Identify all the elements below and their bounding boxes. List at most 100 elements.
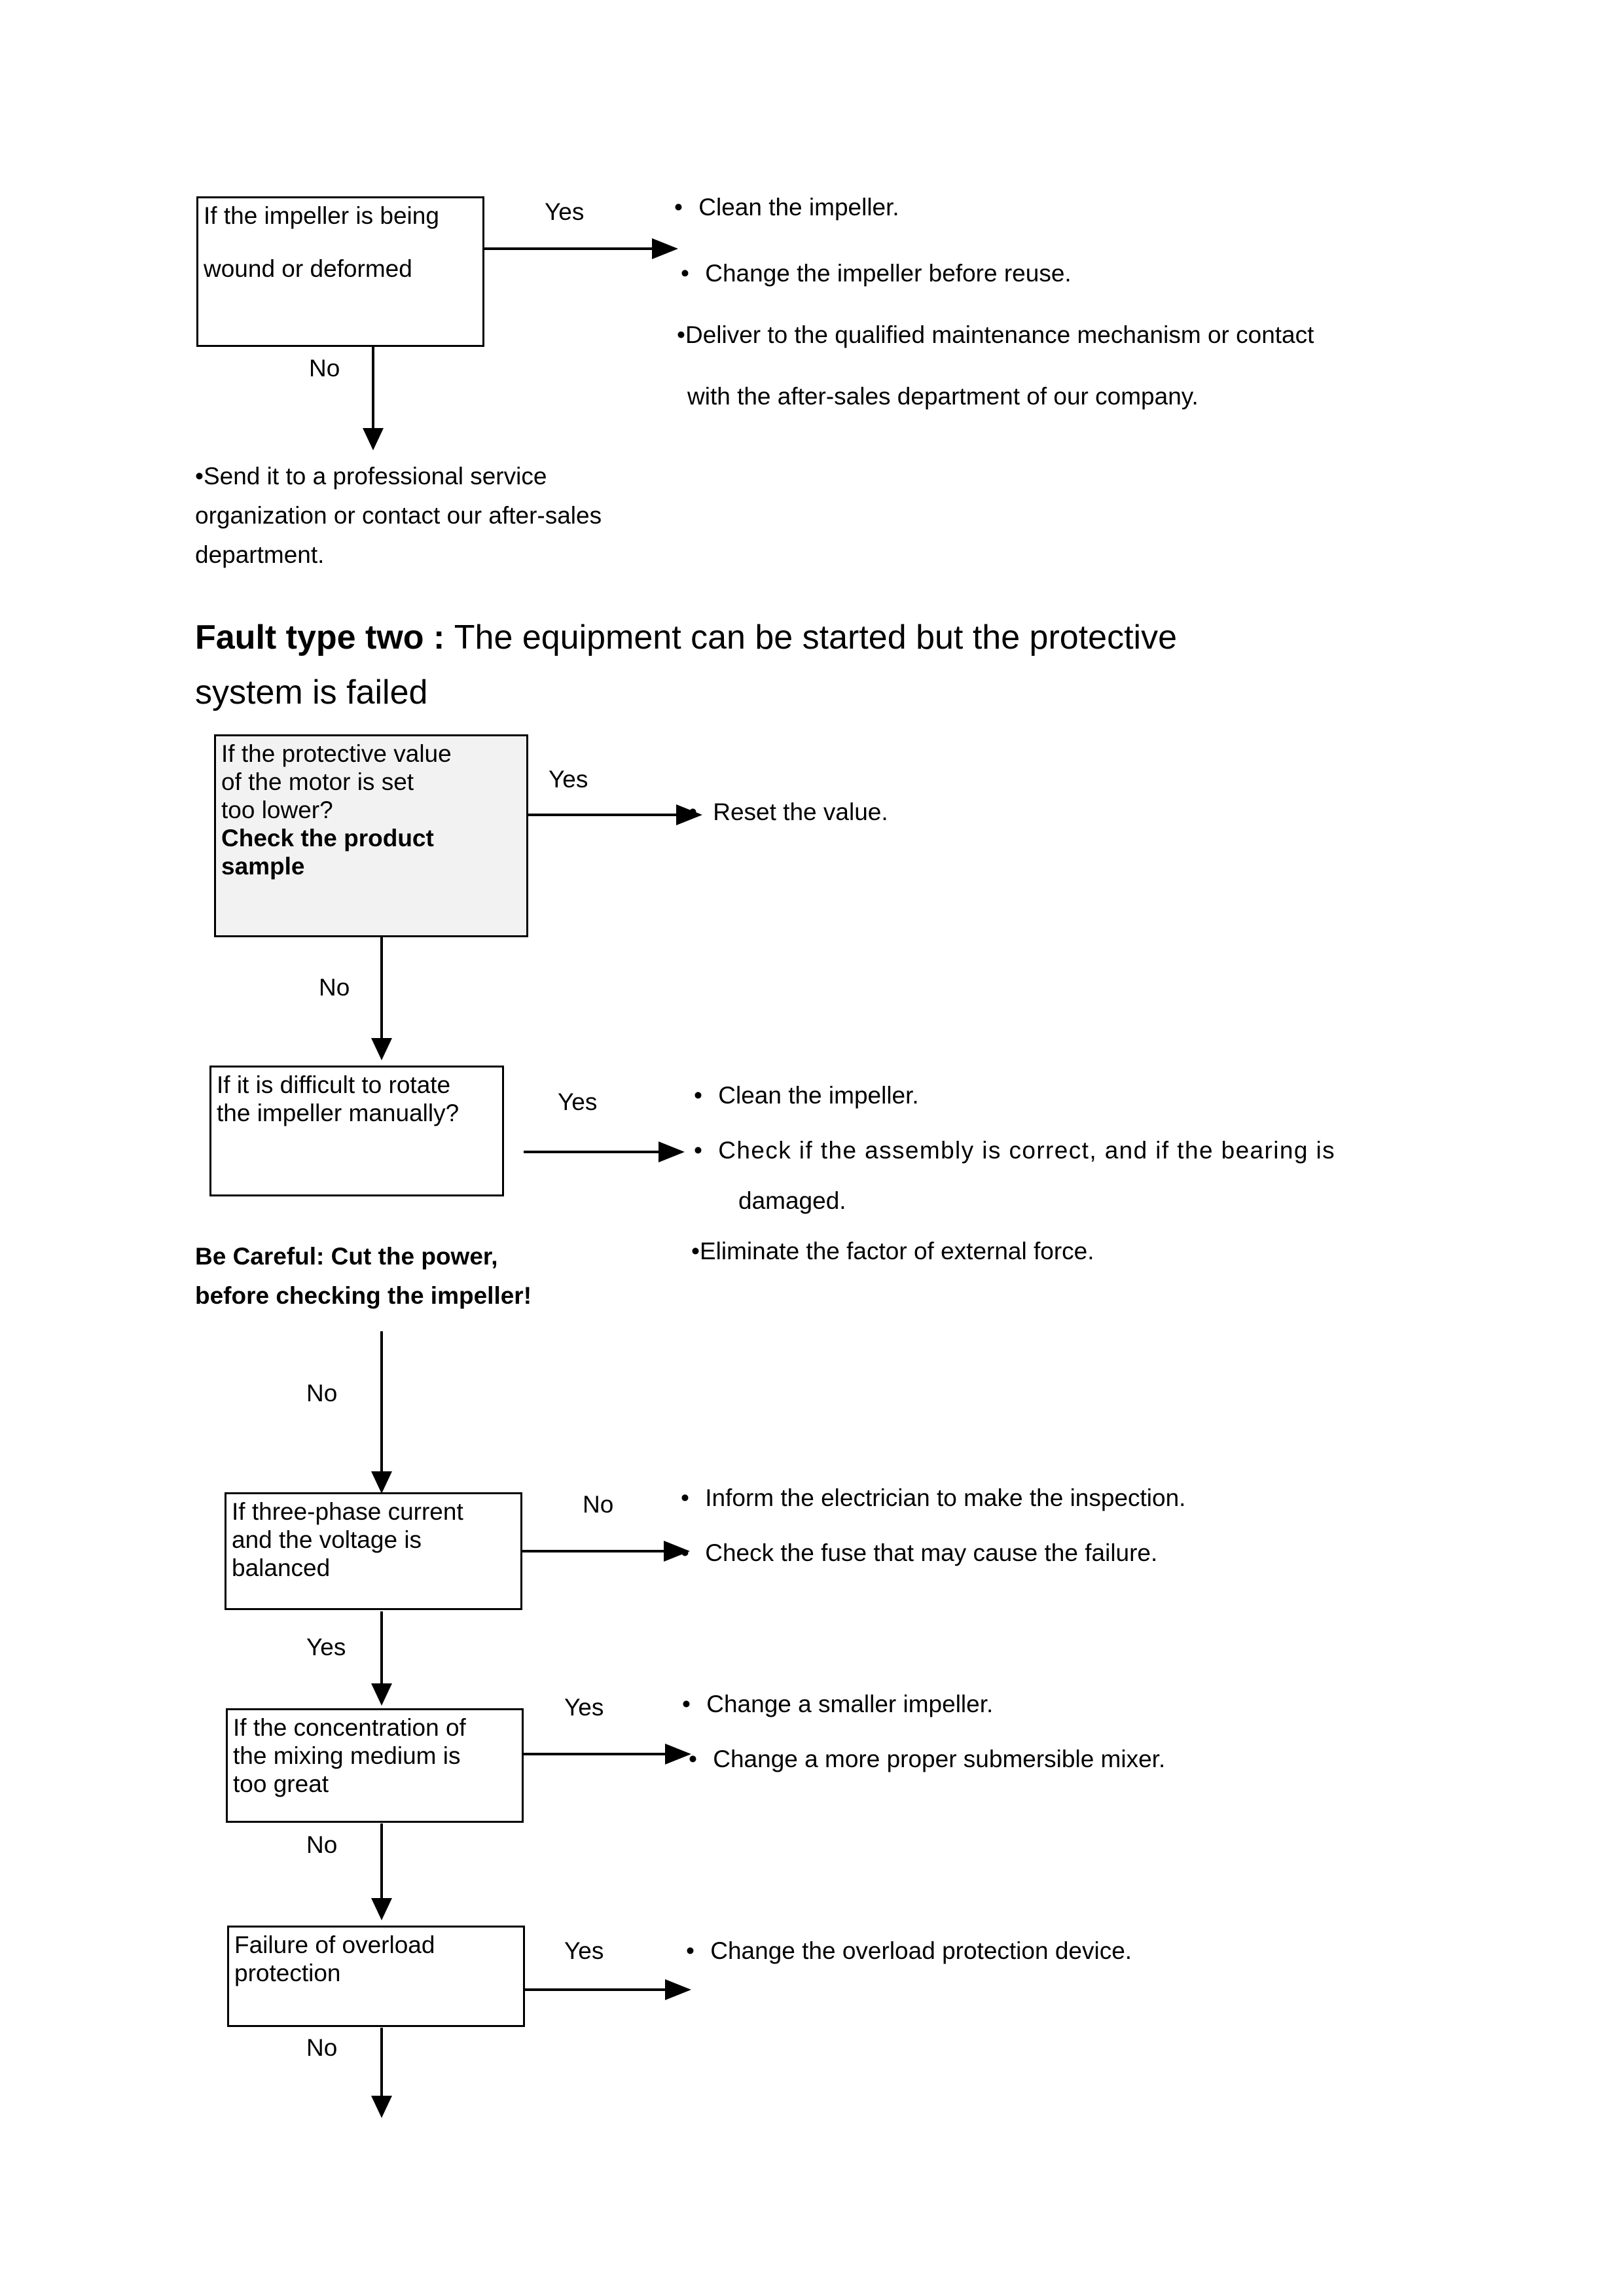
action-bullet-line: • Inform the electrician to make the ins… [681,1484,1453,1511]
no-arrow-mixing-concentration [371,1823,392,1920]
warning-line-2: before checking the impeller! [195,1282,532,1309]
yes-label-three-phase-current: Yes [306,1634,346,1660]
decision-box-protective-value: If the protective value of the motor is … [214,734,528,937]
action-bullet-line: • Check the fuse that may cause the fail… [681,1539,1453,1566]
action-bullet-line: •Eliminate the factor of external force. [691,1237,1466,1265]
bullet-glyph-icon: • [689,1745,697,1772]
action-text: Change the overload protection device. [710,1937,1132,1964]
heading-bold-part: Fault type two : [195,619,454,656]
action-text: Reset the value. [713,798,888,825]
bullet-glyph-icon: • [677,321,685,348]
no-arrow-overload-protection [371,2028,392,2118]
warning-cut-the-power: Be Careful: Cut the power, before checki… [195,1237,784,1316]
box-line: of the motor is set [221,768,414,795]
yes-arrow-impeller-deformed [484,238,678,259]
box-line: If the protective value [221,740,452,767]
heading-rest-line-2: system is failed [195,673,428,712]
no-arrow-rotate-impeller [371,1331,392,1494]
action-continuation-line: with the after-sales department of our c… [687,382,1199,410]
actions-overload-protection: • Change the overload protection device. [686,1937,1458,1964]
box-line: the impeller manually? [217,1099,460,1126]
yes-label-rotate-impeller: Yes [558,1088,598,1115]
action-bullet-line: • Check if the assembly is correct, and … [694,1138,1466,1164]
actions-protective-value: • Reset the value. [689,798,1409,825]
no-arrow-protective-value [371,937,392,1060]
yes-arrow-rotate-impeller [524,1141,685,1162]
action-bullet-line: •Send it to a professional service [195,457,784,496]
no-label-overload-protection: No [306,2034,338,2061]
box-line: and the voltage is [232,1526,422,1553]
decision-box-line-2: wound or deformed [204,255,412,282]
no-label-rotate-impeller: No [306,1380,338,1407]
action-text: Change the impeller before reuse. [705,259,1072,287]
no-label-three-phase-current: No [583,1491,614,1518]
actions-rotate-impeller: • Clean the impeller. • Check if the ass… [691,1083,1466,1265]
no-arrow-impeller-deformed [363,347,384,450]
warning-line-1: Be Careful: Cut the power, [195,1243,498,1270]
heading-rest-line-1: The equipment can be started but the pro… [454,619,1178,656]
action-text: Clean the impeller. [698,194,899,221]
bullet-glyph-icon: • [694,1136,702,1164]
action-text: Eliminate the factor of external force. [699,1237,1094,1265]
bullet-glyph-icon: • [681,1484,689,1511]
box-line: Failure of overload [234,1931,435,1958]
action-text: Send it to a professional service [203,463,547,490]
yes-arrow-protective-value [528,804,702,825]
yes-label-mixing-concentration: Yes [564,1694,604,1721]
box-line: too great [233,1770,329,1797]
yes-label-impeller-deformed: Yes [545,198,585,225]
bullet-glyph-icon: • [681,1539,689,1566]
actions-three-phase-current: • Inform the electrician to make the ins… [681,1484,1453,1566]
box-line-bold: sample [221,852,305,880]
action-continuation-line: organization or contact our after-sales [195,501,602,529]
decision-box-impeller-deformed: If the impeller is being wound or deform… [196,196,484,347]
no-label-mixing-concentration: No [306,1831,338,1858]
action-text: Check the fuse that may cause the failur… [705,1539,1158,1566]
section-heading-fault-type-two: Fault type two : The equipment can be st… [195,610,1439,720]
actions-mixing-concentration: • Change a smaller impeller. • Change a … [682,1691,1454,1772]
action-continuation-line: damaged. [738,1187,846,1214]
yes-arrow-overload-protection [524,1979,691,2000]
box-line: If it is difficult to rotate [217,1071,451,1098]
action-bullet-line: •Deliver to the qualified maintenance me… [677,321,1447,348]
action-bullet-line: • Reset the value. [689,798,1409,825]
yes-arrow-mixing-concentration [524,1744,691,1765]
box-line: If the concentration of [233,1714,466,1741]
box-line: If three-phase current [232,1498,463,1525]
action-text: Clean the impeller. [718,1082,919,1109]
action-bullet-line: • Change a more proper submersible mixer… [689,1745,1454,1772]
decision-box-rotate-impeller: If it is difficult to rotate the impelle… [209,1066,504,1196]
bullet-glyph-icon: • [689,798,697,825]
bullet-glyph-icon: • [682,1691,691,1717]
action-text: Change a more proper submersible mixer. [713,1745,1166,1772]
bullet-glyph-icon: • [686,1937,695,1964]
action-bullet-line: • Change the impeller before reuse. [681,259,1447,287]
no-actions-impeller-deformed: •Send it to a professional service organ… [195,457,784,575]
no-label-protective-value: No [319,974,350,1001]
decision-box-three-phase-current: If three-phase current and the voltage i… [225,1492,522,1610]
bullet-glyph-icon: • [195,463,204,490]
box-line: balanced [232,1554,331,1581]
decision-box-overload-protection: Failure of overload protection [227,1926,525,2027]
no-arrow-three-phase-current [522,1541,690,1562]
box-line-bold: Check the product [221,824,434,852]
action-text: Deliver to the qualified maintenance mec… [685,321,1314,348]
action-continuation-line: department. [195,541,325,568]
action-bullet-line: • Change a smaller impeller. [682,1691,1454,1717]
decision-box-mixing-concentration: If the concentration of the mixing mediu… [226,1708,524,1823]
decision-box-line-1: If the impeller is being [204,202,439,229]
yes-label-overload-protection: Yes [564,1937,604,1964]
yes-label-protective-value: Yes [549,766,588,793]
box-line: the mixing medium is [233,1742,461,1769]
action-bullet-line: • Clean the impeller. [694,1083,1466,1109]
box-line: too lower? [221,796,333,823]
yes-actions-impeller-deformed: • Clean the impeller. • Change the impel… [674,194,1447,410]
action-text: Check if the assembly is correct, and if… [718,1136,1336,1164]
yes-arrow-down-three-phase-current [371,1611,392,1706]
action-text: Change a smaller impeller. [706,1691,994,1717]
action-bullet-line: • Clean the impeller. [674,194,1447,221]
bullet-glyph-icon: • [691,1237,700,1265]
bullet-glyph-icon: • [674,194,683,221]
bullet-glyph-icon: • [681,259,689,287]
